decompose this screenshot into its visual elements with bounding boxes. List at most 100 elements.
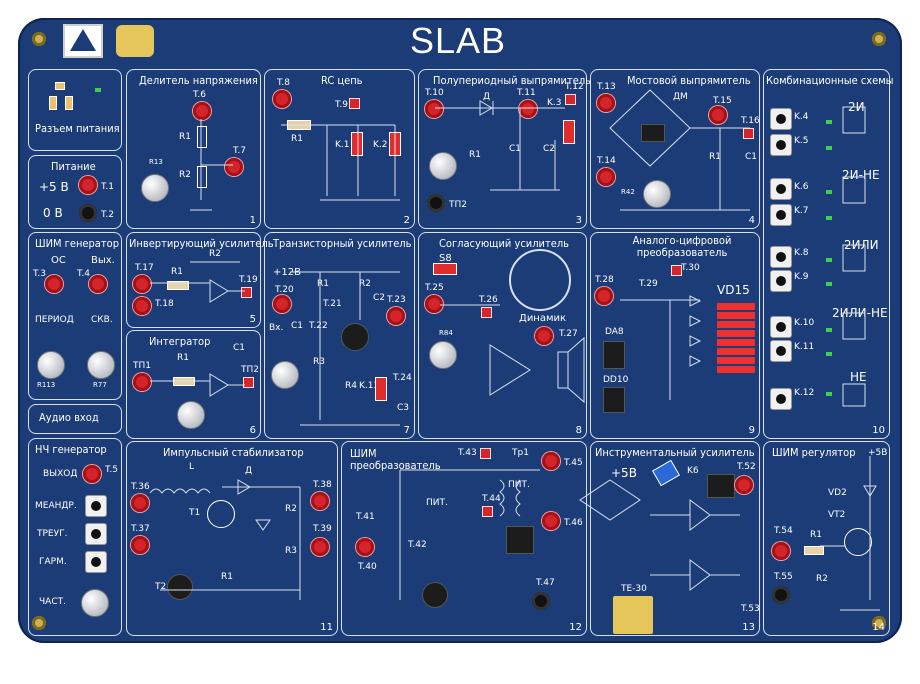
k5-button[interactable] [770, 134, 792, 156]
r1-label: R1 [291, 134, 303, 144]
t23-socket[interactable] [387, 307, 405, 325]
t4-label: T.4 [77, 269, 91, 279]
t17-socket[interactable] [133, 275, 151, 293]
t1-label: T1 [189, 508, 201, 518]
t13-socket[interactable] [597, 94, 615, 112]
p9-label: Аналого-цифровой преобразователь [632, 234, 732, 259]
lf-out-socket[interactable] [83, 465, 101, 483]
amp-knob[interactable] [271, 361, 299, 389]
t17-label: T.17 [135, 263, 154, 273]
k3-switch[interactable] [563, 120, 575, 144]
t26-pin[interactable] [481, 307, 492, 318]
t46-socket[interactable] [542, 512, 560, 530]
k9-label: K.9 [794, 272, 809, 282]
power-5v-socket[interactable] [79, 176, 97, 194]
t45-socket[interactable] [542, 452, 560, 470]
t15-socket[interactable] [709, 106, 727, 124]
k12-button[interactable] [770, 388, 792, 410]
t23-label: T.23 [387, 295, 406, 305]
t30-label: T.30 [681, 263, 700, 273]
t39-socket[interactable] [311, 538, 329, 556]
t55-socket[interactable] [772, 586, 790, 604]
t7-socket[interactable] [225, 158, 243, 176]
t9-pin[interactable] [349, 98, 360, 109]
t6-socket[interactable] [193, 102, 211, 120]
p8-num: 8 [575, 425, 582, 436]
meandr-button[interactable] [85, 495, 107, 517]
t10-socket[interactable] [425, 100, 443, 118]
tp1-socket[interactable] [133, 373, 151, 391]
r1-label: R1 [179, 132, 191, 142]
t8-socket[interactable] [273, 90, 291, 108]
t30-pin[interactable] [671, 265, 682, 276]
k11-button[interactable] [770, 340, 792, 362]
k7-button[interactable] [770, 204, 792, 226]
t52-socket[interactable] [735, 476, 753, 494]
r42-knob[interactable] [643, 180, 671, 208]
t12-pin[interactable] [565, 94, 576, 105]
t25-socket[interactable] [425, 295, 443, 313]
t43-pin[interactable] [480, 448, 491, 459]
k1-switch[interactable] [351, 132, 363, 156]
k13-switch[interactable] [375, 377, 387, 401]
k8-button[interactable] [770, 246, 792, 268]
c2-label: C2 [543, 144, 556, 154]
treug-button[interactable] [85, 523, 107, 545]
r1-knob[interactable] [429, 152, 457, 180]
gold-contact-pad [116, 25, 154, 57]
t54-socket[interactable] [772, 542, 790, 560]
nand-label: 2И-НЕ [842, 168, 880, 182]
board-title: SLAB [410, 20, 507, 61]
power-0v-socket[interactable] [79, 204, 97, 222]
t7-label: T.7 [233, 146, 247, 156]
pwm-chip [506, 526, 534, 554]
t36-socket[interactable] [131, 494, 149, 512]
l-label: L [189, 462, 195, 472]
t44-pin[interactable] [482, 506, 493, 517]
panel-14-pwm-regulator: ШИМ регулятор +5В VD2 VT2 T.54 R1 T.55 R… [763, 441, 890, 636]
pwm-os-socket[interactable] [45, 275, 63, 293]
k5-label: K.5 [794, 136, 809, 146]
garm-button[interactable] [85, 551, 107, 573]
da8-chip [603, 341, 625, 369]
r84-knob[interactable] [429, 341, 457, 369]
t41-socket[interactable] [356, 538, 374, 556]
p12-num: 12 [569, 622, 582, 633]
r1-resistor [197, 126, 207, 148]
k10-button[interactable] [770, 316, 792, 338]
k9-button[interactable] [770, 270, 792, 292]
t18-socket[interactable] [133, 297, 151, 315]
t27-socket[interactable] [535, 327, 553, 345]
t19-pin[interactable] [241, 287, 252, 298]
frequency-knob[interactable] [81, 589, 109, 617]
t47-socket[interactable] [532, 592, 550, 610]
treug-label: ТРЕУГ. [37, 529, 68, 539]
tp2-socket[interactable] [427, 194, 445, 212]
integrator-knob[interactable] [177, 401, 205, 429]
r13-knob[interactable] [141, 174, 169, 202]
meandr-label: МЕАНДР. [35, 501, 77, 511]
t14-socket[interactable] [597, 168, 615, 186]
t37-label: T.37 [131, 524, 150, 534]
t11-socket[interactable] [519, 100, 537, 118]
panel-1-divider: Делитель напряжения T.6 R1 R2 T.7 R13 1 [126, 69, 261, 229]
tp2-pin[interactable] [243, 377, 254, 388]
t21-label: T.21 [323, 299, 342, 309]
t39-label: T.39 [313, 524, 332, 534]
s8-switch[interactable] [433, 263, 457, 275]
r1-label: R1 [709, 152, 721, 162]
k4-button[interactable] [770, 108, 792, 130]
t37-socket[interactable] [131, 536, 149, 554]
period-knob[interactable] [37, 351, 65, 379]
panel-3-half-wave: Полупериодный выпрямитель T.10 Д T.11 K.… [418, 69, 591, 229]
t53-label: T.53 [741, 604, 760, 614]
t38-socket[interactable] [311, 492, 329, 510]
r1-label: R1 [221, 572, 233, 582]
t28-socket[interactable] [595, 287, 613, 305]
t20-socket[interactable] [273, 295, 291, 313]
duty-knob[interactable] [87, 351, 115, 379]
pwm-out-socket[interactable] [89, 275, 107, 293]
k6-button[interactable] [770, 178, 792, 200]
p8-label: Согласующий усилитель [439, 237, 570, 250]
k7-label: K.7 [794, 206, 809, 216]
